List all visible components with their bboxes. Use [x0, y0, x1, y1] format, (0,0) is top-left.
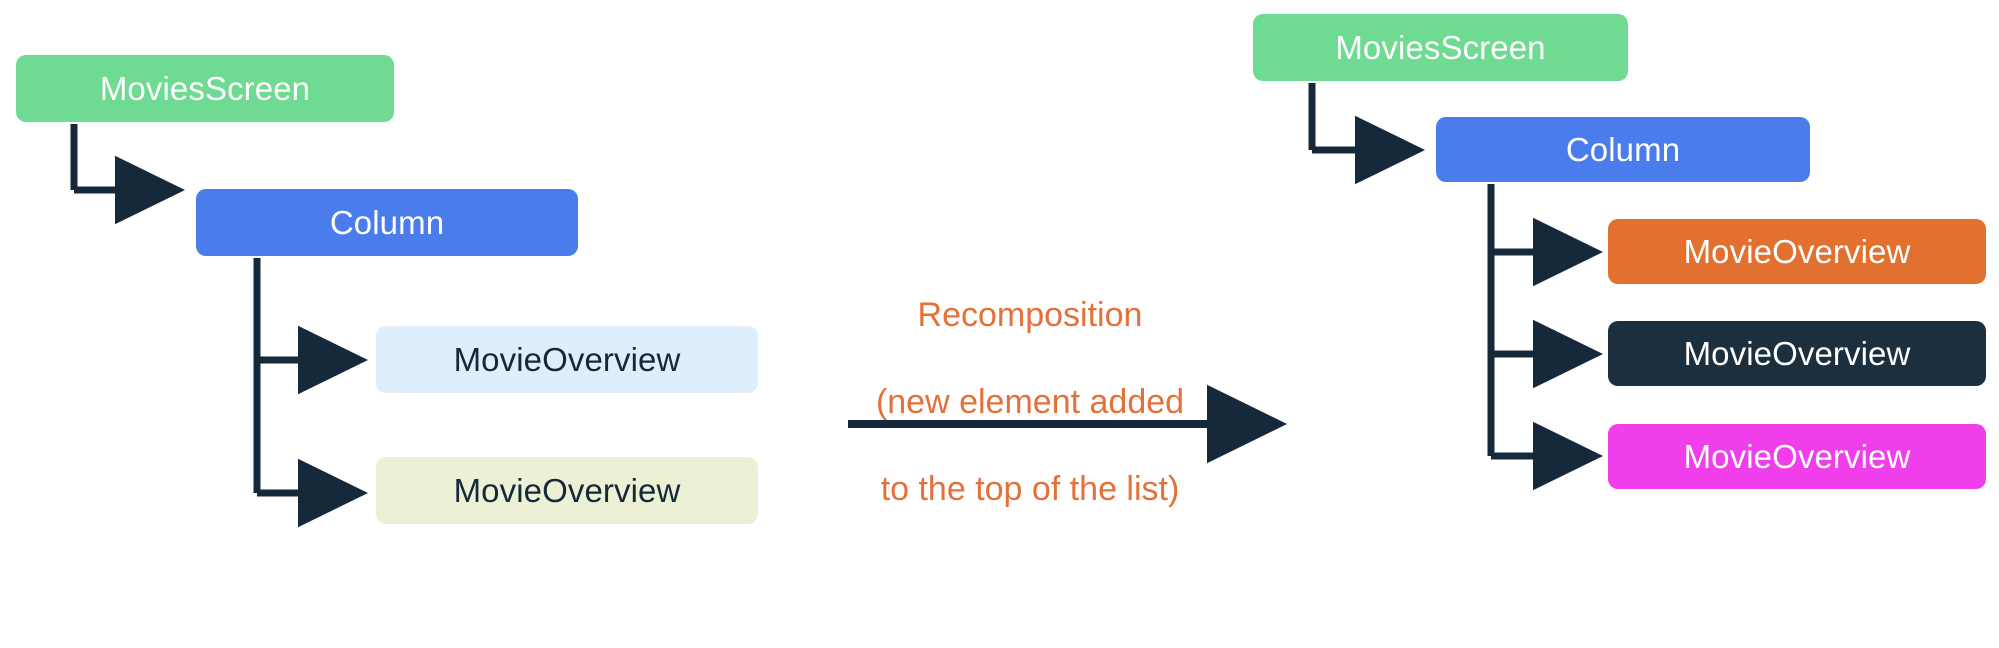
node-label: MovieOverview	[1683, 335, 1911, 372]
node-label: Column	[329, 204, 445, 241]
edge-movies-screen-to-column-right	[1308, 83, 1425, 185]
edge-movies-screen-to-column-left	[70, 124, 185, 225]
node-label: MoviesScreen	[99, 70, 311, 107]
edge-column-to-children-left	[253, 258, 368, 528]
node-movie-overview-1-before[interactable]: MovieOverview	[376, 326, 758, 393]
node-movie-overview-3-after[interactable]: MovieOverview	[1608, 424, 1986, 489]
node-label: Column	[1565, 131, 1681, 168]
node-label: MoviesScreen	[1335, 29, 1546, 66]
node-label: MovieOverview	[453, 341, 681, 378]
node-label: MovieOverview	[1683, 438, 1911, 475]
edge-column-to-children-right	[1487, 184, 1603, 491]
recomposition-caption: Recomposition (new element added to the …	[820, 250, 1240, 555]
node-movies-screen-before[interactable]: MoviesScreen	[16, 55, 394, 122]
node-movie-overview-2-before[interactable]: MovieOverview	[376, 457, 758, 524]
caption-line-2: (new element added	[875, 382, 1185, 421]
node-label: MovieOverview	[453, 472, 681, 509]
node-movie-overview-1-after[interactable]: MovieOverview	[1608, 219, 1986, 284]
node-column-before[interactable]: Column	[196, 189, 578, 256]
caption-line-3: to the top of the list)	[880, 469, 1180, 508]
node-movies-screen-after[interactable]: MoviesScreen	[1253, 14, 1628, 81]
caption-line-1: Recomposition	[917, 295, 1143, 334]
node-movie-overview-2-after[interactable]: MovieOverview	[1608, 321, 1986, 386]
node-label: MovieOverview	[1683, 233, 1911, 270]
node-column-after[interactable]: Column	[1436, 117, 1810, 182]
